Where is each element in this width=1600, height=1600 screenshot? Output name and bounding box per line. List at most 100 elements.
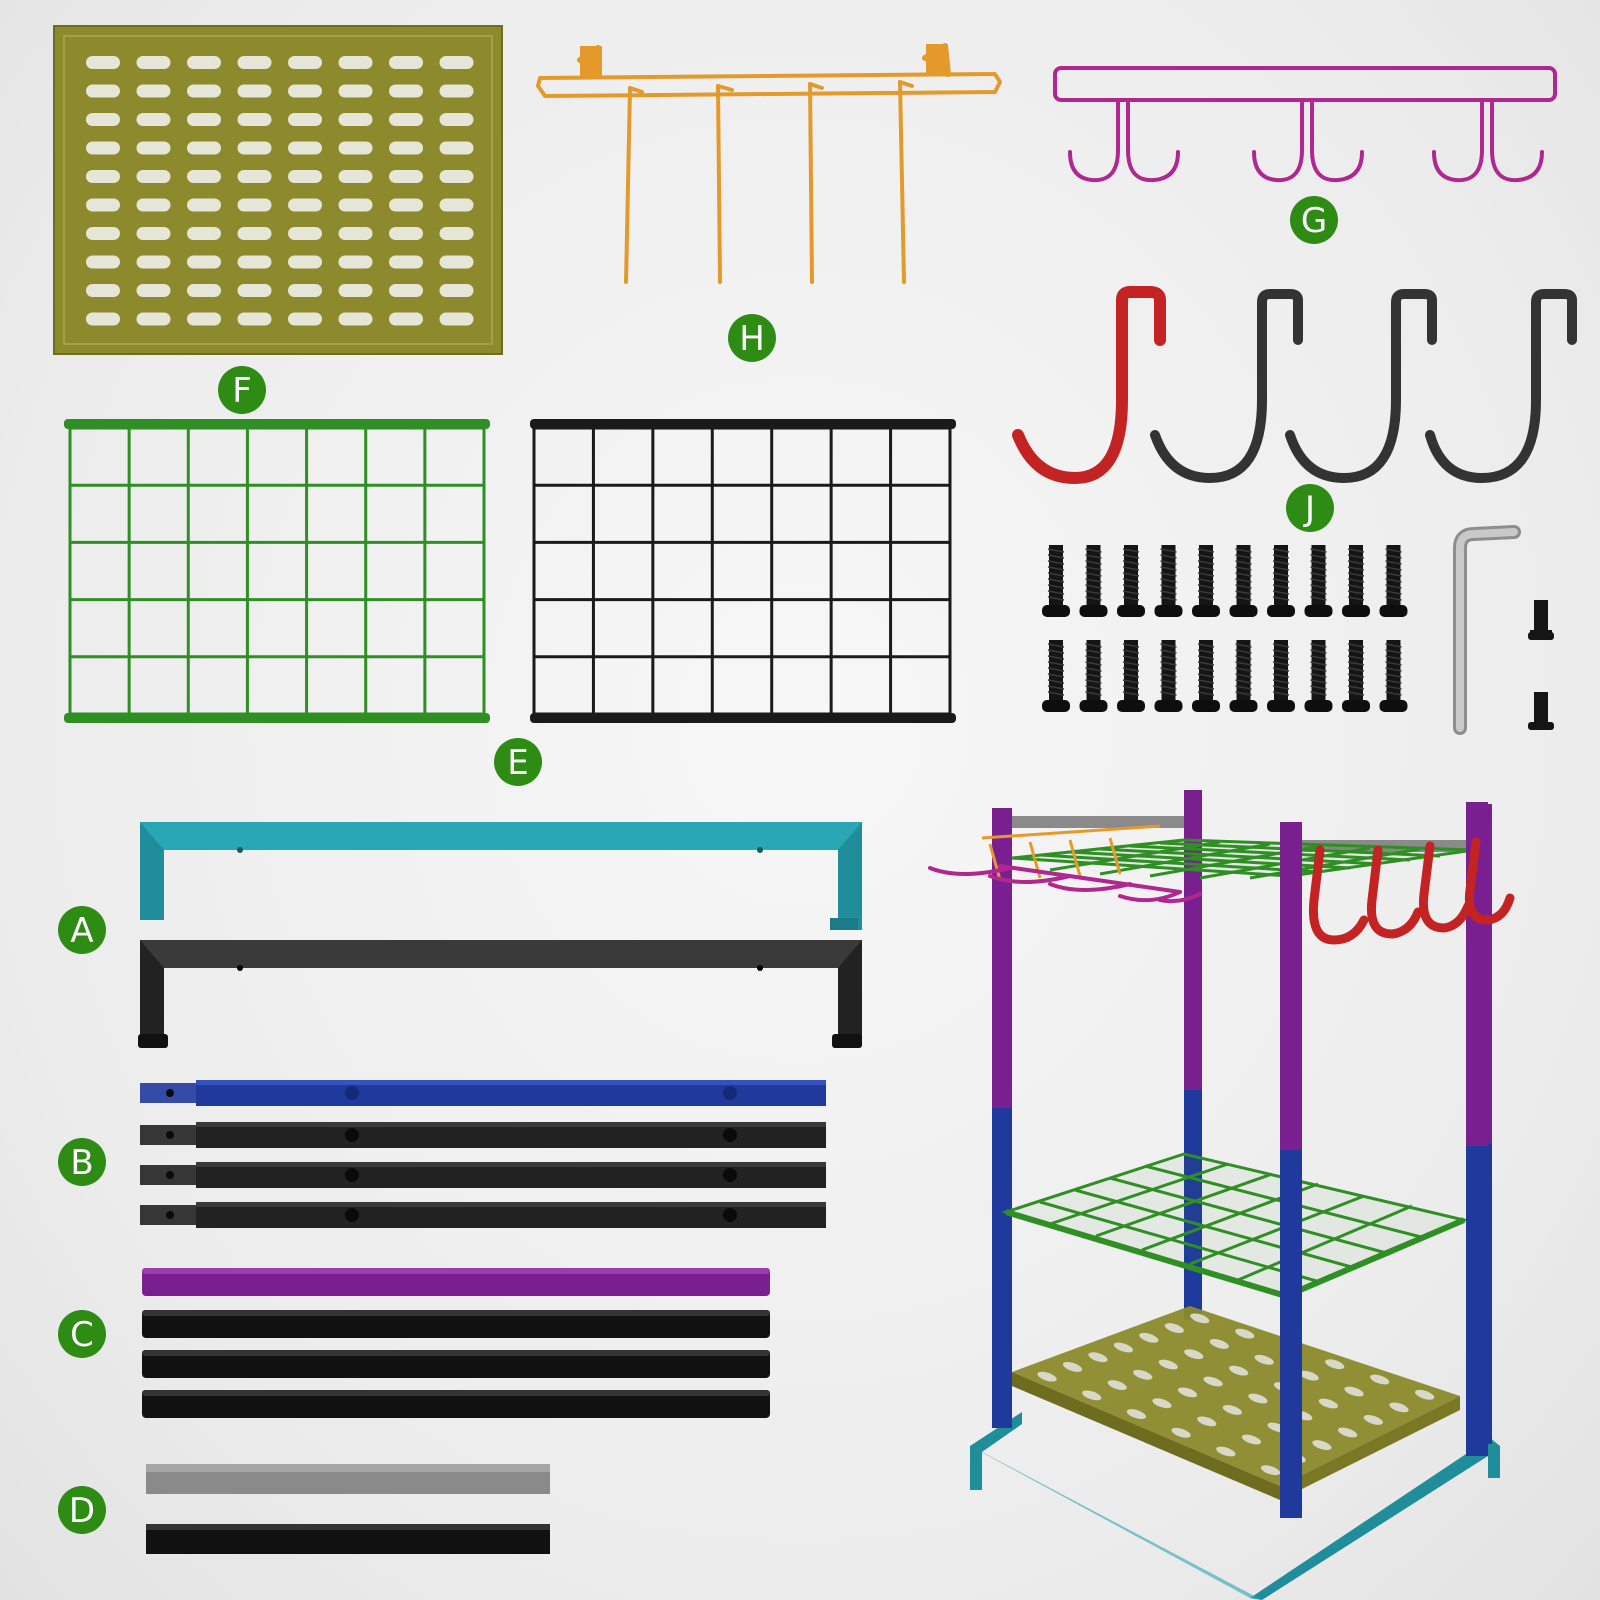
- shelf-slot: [439, 227, 474, 240]
- rack-shelf-slot: [1164, 1323, 1184, 1333]
- label-badge-j: J: [1286, 484, 1334, 532]
- rack-shelf-slot: [1363, 1415, 1383, 1425]
- shelf-slot: [439, 255, 474, 269]
- rack-shelf-slot: [1139, 1332, 1159, 1343]
- small-screw-icon: [1528, 692, 1554, 730]
- rack-shelf-slot: [1241, 1434, 1262, 1445]
- shelf-slot: [389, 284, 423, 297]
- rack-shelf-slot: [1337, 1427, 1358, 1438]
- shelf-slot: [439, 170, 474, 183]
- rack-shelf-slot: [1370, 1374, 1390, 1385]
- rack-shelf-slot: [1197, 1416, 1217, 1427]
- shelf-slot: [389, 255, 423, 269]
- part-f-perforated-shelf: [53, 25, 503, 355]
- shelf-slot: [86, 56, 120, 69]
- screw-icon: [1267, 545, 1295, 617]
- rack-shelf-slot: [1389, 1402, 1409, 1413]
- shelf-slot: [338, 113, 373, 126]
- shelf-slot: [288, 113, 322, 126]
- label-badge-e: E: [494, 738, 542, 786]
- c-post: [142, 1268, 770, 1296]
- rack-shelf-slot: [1133, 1369, 1153, 1380]
- shelf-slot: [86, 113, 120, 126]
- label-a: A: [70, 911, 93, 951]
- shelf-slot: [237, 170, 272, 183]
- screw-icon: [1229, 545, 1258, 617]
- c-post: [142, 1310, 770, 1338]
- shelf-slot: [86, 198, 120, 212]
- shelf-slot: [237, 227, 272, 240]
- shelf-slot: [389, 312, 423, 326]
- shelf-slot: [439, 312, 474, 326]
- shelf-slot: [187, 56, 221, 69]
- label-badge-b: B: [58, 1138, 106, 1186]
- label-badge-c: C: [58, 1310, 106, 1358]
- rack-shelf-slot: [1299, 1370, 1319, 1381]
- b-post: [140, 1080, 826, 1106]
- shelf-slot: [237, 84, 272, 98]
- label-j: J: [1303, 489, 1315, 529]
- screw-icon: [1117, 640, 1145, 712]
- shelf-slot: [187, 227, 221, 240]
- shelf-slot: [237, 56, 272, 69]
- rack-shelf-slot: [1229, 1365, 1249, 1376]
- assembled-rack-illustration: [928, 790, 1515, 1600]
- label-h: H: [739, 319, 765, 359]
- shelf-slot: [237, 198, 272, 212]
- screw-icon: [1342, 640, 1370, 712]
- shelf-slot: [136, 141, 171, 155]
- part-e-green-wire-grid: [64, 419, 490, 723]
- screw-icon: [1154, 545, 1183, 617]
- screw-icon: [1154, 640, 1183, 712]
- screw-icon: [1379, 640, 1408, 712]
- shelf-slot: [389, 113, 423, 126]
- rack-shelf-slot: [1203, 1376, 1223, 1387]
- label-d: D: [69, 1491, 95, 1531]
- rack-shelf-slot: [1171, 1427, 1191, 1438]
- shelf-slot: [338, 141, 373, 155]
- c-post: [142, 1350, 770, 1378]
- b-post: [140, 1162, 826, 1188]
- shelf-slot: [187, 84, 221, 98]
- shelf-slot: [136, 198, 171, 212]
- shelf-slot: [288, 198, 322, 212]
- rack-shelf-slot: [1254, 1354, 1274, 1365]
- label-g: G: [1301, 201, 1327, 241]
- rack-shelf-slot: [1177, 1387, 1198, 1398]
- screw-icon: [1379, 545, 1408, 617]
- rack-shelf-slot: [1235, 1328, 1255, 1339]
- rack-shelf-slot: [1248, 1393, 1268, 1404]
- shelf-slot: [136, 312, 171, 326]
- shelf-slot: [439, 284, 474, 297]
- screw-icon: [1042, 640, 1070, 712]
- shelf-slot: [439, 84, 474, 98]
- rack-shelf-slot: [1126, 1409, 1147, 1419]
- rack-shelf-slot: [1082, 1390, 1102, 1401]
- shelf-slots: [86, 56, 474, 326]
- shelf-slot: [288, 255, 322, 269]
- shelf-slot: [338, 227, 373, 240]
- label-e: E: [507, 743, 528, 783]
- shelf-slot: [288, 284, 322, 297]
- part-d-bars: [146, 1464, 550, 1554]
- shelf-slot: [136, 113, 171, 126]
- rack-shelf-slot: [1325, 1359, 1345, 1370]
- rack-shelf-slot: [1312, 1440, 1332, 1450]
- shelf-slot: [187, 141, 221, 155]
- shelf-slot: [439, 141, 474, 155]
- screw-icon: [1267, 640, 1295, 712]
- shelf-slot: [389, 56, 423, 69]
- shelf-slot: [187, 198, 221, 212]
- shelf-slot: [389, 141, 423, 155]
- label-badge-h: H: [728, 314, 776, 362]
- rack-shelf-slot: [1088, 1352, 1108, 1363]
- shelf-slot: [86, 284, 120, 297]
- rack-shelf-slot: [1158, 1359, 1178, 1370]
- label-badge-g: G: [1290, 196, 1338, 244]
- shelf-slot: [338, 198, 373, 212]
- shelf-slot: [338, 56, 373, 69]
- screw-icon: [1304, 640, 1333, 712]
- shelf-slot: [237, 255, 272, 269]
- shelf-slot: [237, 141, 272, 155]
- shelf-slot: [288, 141, 322, 155]
